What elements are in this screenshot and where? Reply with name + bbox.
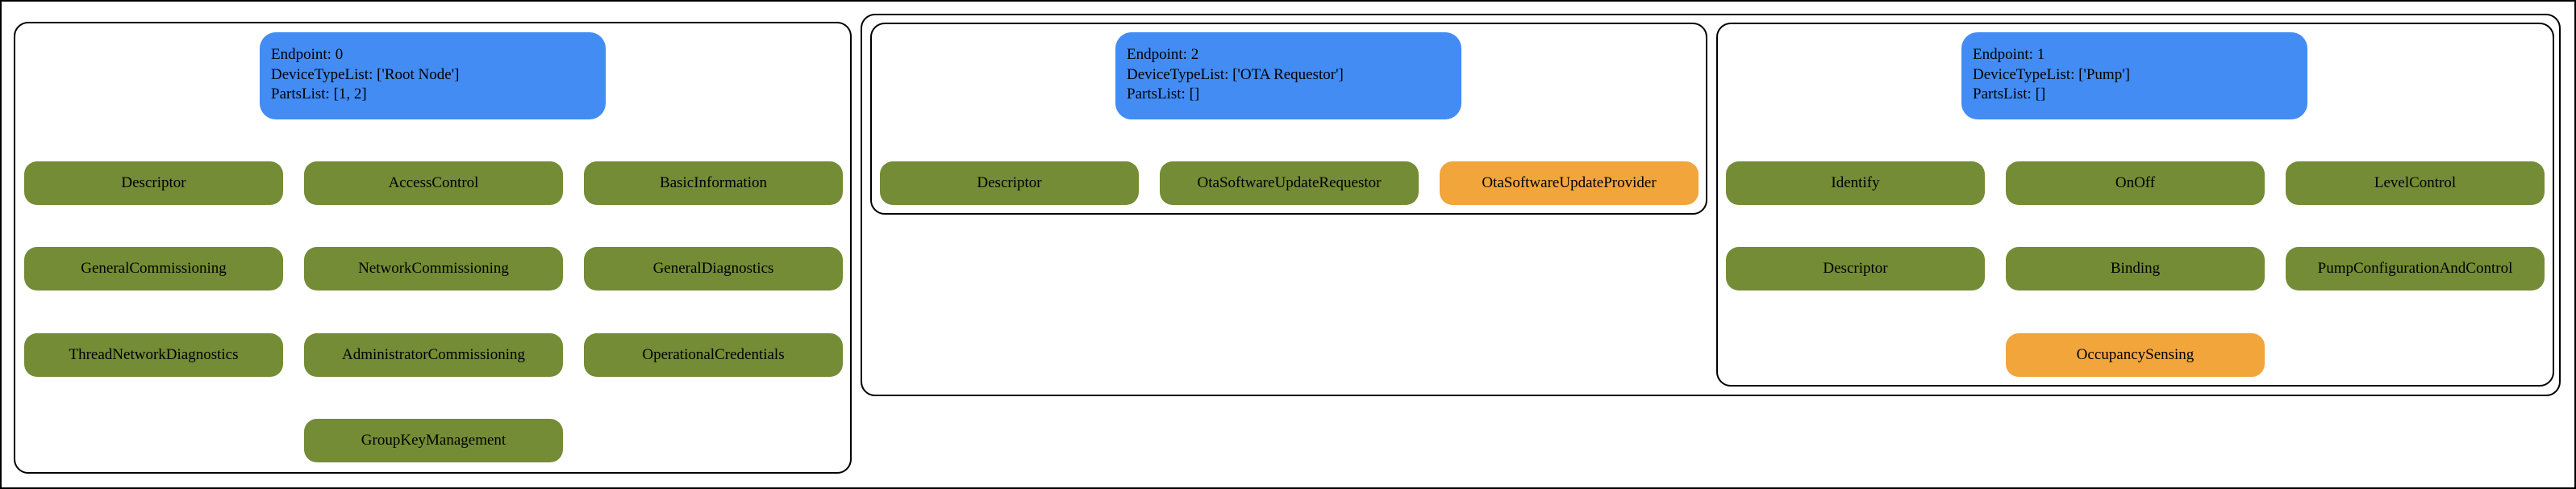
endpoint-group-box	[861, 14, 2561, 396]
cluster-pump-configuration-and-control: PumpConfigurationAndControl	[2286, 247, 2545, 290]
cluster-occupancy-sensing: OccupancySensing	[2006, 333, 2265, 377]
cluster-on-off: OnOff	[2006, 161, 2265, 205]
device-type-label: DeviceTypeList: ['Root Node']	[271, 65, 460, 83]
cluster-network-commissioning: NetworkCommissioning	[304, 247, 563, 290]
cluster-binding: Binding	[2006, 247, 2265, 290]
endpoint-1-box	[1716, 23, 2554, 387]
cluster-descriptor: Descriptor	[1726, 247, 1985, 290]
cluster-general-diagnostics: GeneralDiagnostics	[584, 247, 843, 290]
parts-list-label: PartsList: []	[1127, 86, 1200, 102]
cluster-access-control: AccessControl	[304, 161, 563, 205]
cluster-ota-software-update-requestor: OtaSoftwareUpdateRequestor	[1160, 161, 1419, 205]
endpoint-0-box	[14, 22, 852, 474]
endpoint-2-box	[870, 23, 1707, 215]
device-type-label: DeviceTypeList: ['OTA Requestor']	[1127, 65, 1344, 83]
cluster-general-commissioning: GeneralCommissioning	[24, 247, 283, 290]
cluster-descriptor: Descriptor	[24, 161, 283, 205]
parts-list-label: PartsList: []	[1973, 86, 2046, 102]
parts-list-label: PartsList: [1, 2]	[271, 86, 367, 102]
cluster-administrator-commissioning: AdministratorCommissioning	[304, 333, 563, 377]
cluster-descriptor: Descriptor	[880, 161, 1139, 205]
endpoint-label: Endpoint: 2	[1127, 46, 1199, 63]
cluster-operational-credentials: OperationalCredentials	[584, 333, 843, 377]
endpoint-2-header: Endpoint: 2 DeviceTypeList: ['OTA Reques…	[1115, 32, 1461, 119]
endpoint-0-header: Endpoint: 0 DeviceTypeList: ['Root Node'…	[260, 32, 606, 119]
cluster-thread-network-diagnostics: ThreadNetworkDiagnostics	[24, 333, 283, 377]
device-type-label: DeviceTypeList: ['Pump']	[1973, 65, 2130, 83]
cluster-level-control: LevelControl	[2286, 161, 2545, 205]
cluster-basic-information: BasicInformation	[584, 161, 843, 205]
endpoint-label: Endpoint: 0	[271, 46, 344, 63]
endpoint-1-header: Endpoint: 1 DeviceTypeList: ['Pump'] Par…	[1961, 32, 2307, 119]
cluster-identify: Identify	[1726, 161, 1985, 205]
endpoint-label: Endpoint: 1	[1973, 46, 2045, 63]
cluster-group-key-management: GroupKeyManagement	[304, 419, 563, 462]
cluster-ota-software-update-provider: OtaSoftwareUpdateProvider	[1440, 161, 1699, 205]
